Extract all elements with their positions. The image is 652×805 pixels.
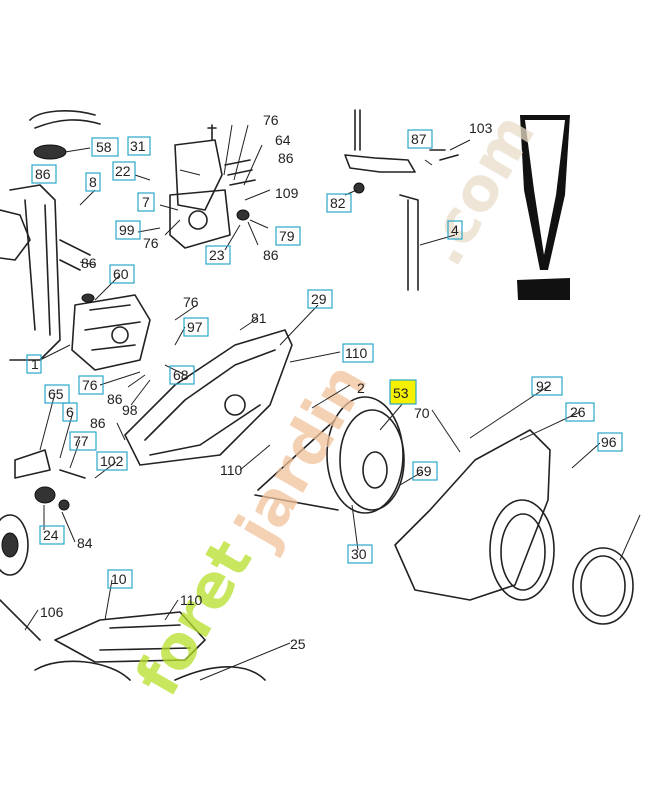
label-60: 60 [113,266,129,282]
box-4 [447,220,463,240]
box-92 [531,376,563,396]
box-29 [307,289,333,309]
label-86-left: 86 [35,166,51,182]
box-8 [85,172,101,192]
label-6: 6 [66,404,74,420]
label-70: 70 [414,405,430,421]
label-98: 98 [122,402,138,418]
label-69: 69 [416,463,432,479]
label-7: 7 [142,194,150,210]
label-1: 1 [31,356,39,372]
box-60 [109,264,135,284]
label-86-c: 86 [81,255,97,271]
box-65 [44,384,70,404]
box-76-d [78,375,104,395]
box-7 [137,192,155,212]
label-109: 109 [275,185,299,201]
label-110-a: 110 [345,345,368,361]
watermark-left: foret [122,528,266,707]
box-30 [347,544,373,564]
box-69 [412,461,438,481]
label-76-top: 76 [263,112,279,128]
label-53: 53 [393,385,409,401]
box-10 [107,569,133,589]
label-81: 81 [251,310,267,326]
box-31 [127,136,151,156]
label-68: 68 [173,367,189,383]
label-31: 31 [130,138,146,154]
box-102 [96,451,128,471]
label-26: 26 [570,404,586,420]
box-79 [275,226,301,246]
label-76-b: 76 [143,235,159,251]
box-23 [205,245,231,265]
box-97 [183,317,209,337]
label-99: 99 [119,222,135,238]
label-96: 96 [601,434,617,450]
label-110-c: 110 [180,592,203,608]
box-24 [39,525,65,545]
label-22: 22 [115,163,131,179]
label-82: 82 [330,195,346,211]
label-79: 79 [279,228,295,244]
label-103: 103 [469,120,493,136]
label-86-b: 86 [263,247,279,263]
label-110-b: 110 [220,462,243,478]
label-92: 92 [536,378,552,394]
label-24: 24 [43,527,59,543]
label-84: 84 [77,535,93,551]
highlight-53 [390,380,416,404]
label-10: 10 [111,571,127,587]
box-53 [389,379,417,405]
label-29: 29 [311,291,327,307]
label-8: 8 [89,174,97,190]
box-86-left [31,164,57,184]
label-25: 25 [290,636,306,652]
label-86-a: 86 [278,150,294,166]
label-97: 97 [187,319,203,335]
label-86-d: 86 [107,391,123,407]
label-23: 23 [209,247,225,263]
box-58 [91,137,119,157]
box-26 [565,402,595,422]
label-102: 102 [100,453,124,469]
label-87: 87 [411,131,427,147]
box-22 [112,161,136,181]
box-99 [115,220,141,240]
label-65: 65 [48,386,64,402]
box-77 [69,431,97,451]
label-77: 77 [73,433,89,449]
box-1 [26,354,42,374]
part-labels: 76 64 86 109 103 58 31 22 87 86 8 7 82 9… [24,112,641,681]
label-30: 30 [351,546,367,562]
box-96 [597,432,623,452]
parts-drawing [0,109,634,681]
box-87 [407,129,433,149]
box-110-a [342,343,374,363]
box-6 [62,402,78,422]
label-76-d: 76 [82,377,98,393]
label-76-c: 76 [183,294,199,310]
label-2: 2 [357,380,365,396]
label-58: 58 [96,139,112,155]
label-64: 64 [275,132,291,148]
box-82 [326,193,352,213]
label-86-e: 86 [90,415,106,431]
label-4: 4 [451,222,459,238]
label-106: 106 [40,604,64,620]
box-68 [169,365,195,385]
